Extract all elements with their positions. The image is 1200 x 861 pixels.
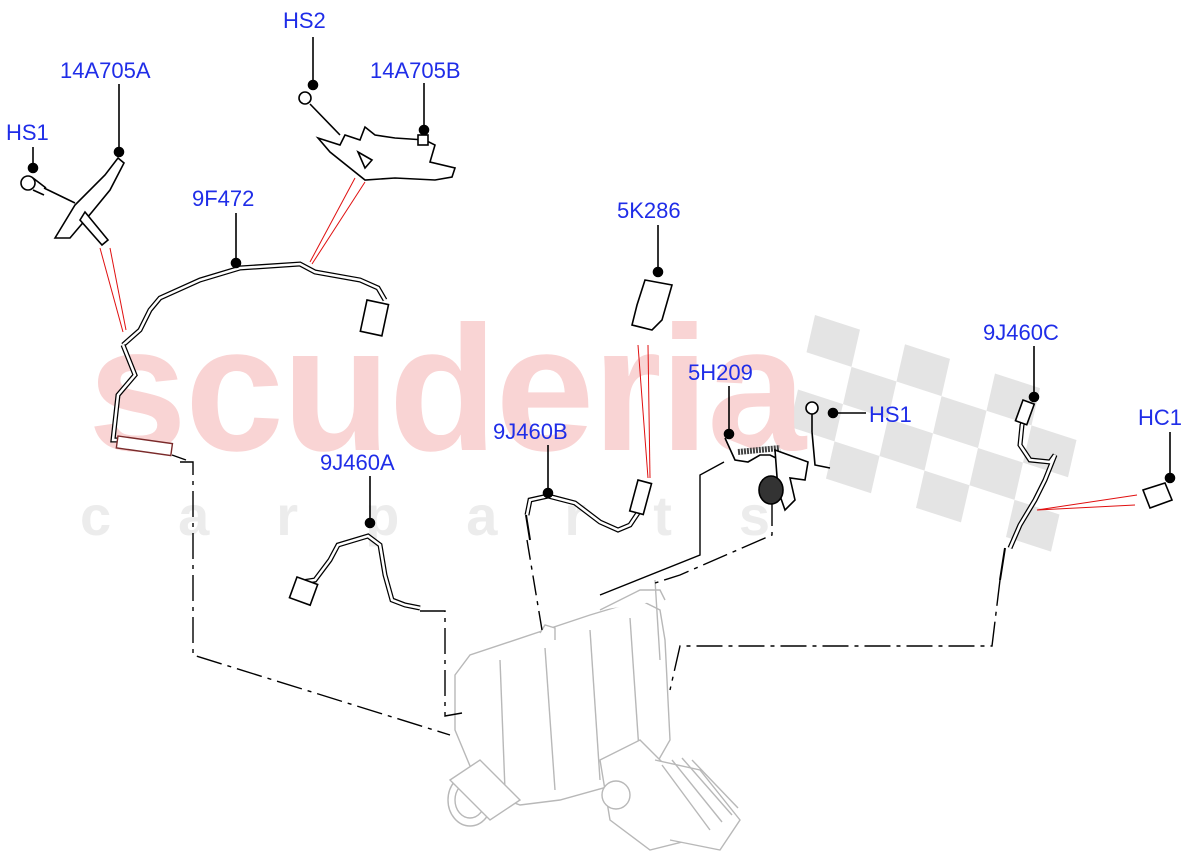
- sensor-9j460a[interactable]: [288, 533, 421, 611]
- reference-lines: [99, 177, 1138, 511]
- callout-14a705b[interactable]: 14A705B: [370, 58, 461, 83]
- clip-hc1[interactable]: [1141, 482, 1174, 510]
- dpf-assembly[interactable]: [447, 579, 741, 851]
- watermark-letter: t: [653, 484, 672, 547]
- watermark-letter: r: [276, 484, 299, 547]
- scuderia-watermark: scuderia: [88, 289, 806, 488]
- connector-5k286[interactable]: [631, 279, 674, 331]
- bracket-14a705a[interactable]: [20, 156, 126, 247]
- sensor-9j460b[interactable]: [524, 479, 653, 541]
- callout-9f472[interactable]: 9F472: [192, 186, 255, 211]
- callout-9j460c[interactable]: 9J460C: [983, 320, 1059, 345]
- harness-9f472[interactable]: [110, 261, 390, 461]
- watermark-letter: a: [178, 484, 210, 547]
- callout-5k286[interactable]: 5K286: [617, 198, 681, 223]
- leader-lines: [27, 37, 1176, 529]
- callout-14a705a[interactable]: 14A705A: [60, 58, 151, 83]
- hose-5h209[interactable]: [724, 401, 831, 512]
- callout-hs2[interactable]: HS2: [283, 8, 326, 33]
- watermark-letter: c: [80, 484, 112, 547]
- sensor-9j460c[interactable]: [999, 398, 1058, 581]
- callout-hs1-right[interactable]: HS1: [869, 402, 912, 427]
- watermark-letter: a: [466, 484, 498, 547]
- carparts-watermark: c a r p a r t s: [80, 488, 770, 544]
- callout-9j460b[interactable]: 9J460B: [493, 419, 568, 444]
- callout-hs1-left[interactable]: HS1: [6, 120, 49, 145]
- bracket-14a705b[interactable]: [298, 91, 457, 181]
- callout-5h209[interactable]: 5H209: [688, 360, 753, 385]
- callout-hc1[interactable]: HC1: [1138, 405, 1183, 430]
- callout-9j460a[interactable]: 9J460A: [320, 450, 395, 475]
- routing-lines: [180, 461, 1001, 736]
